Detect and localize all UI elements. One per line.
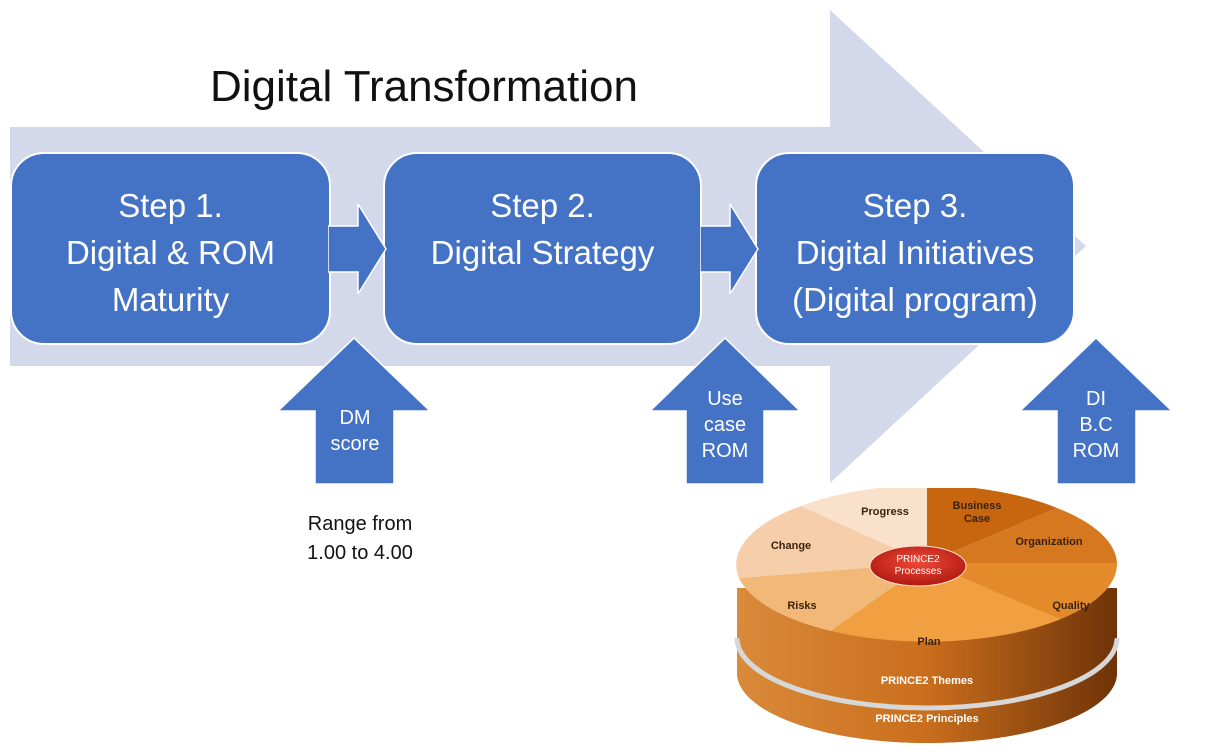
step-3-line-1: Digital Initiatives	[795, 234, 1035, 271]
segment-organization-label: Organization	[1015, 536, 1083, 548]
connector-arrow-1-2	[328, 204, 387, 294]
step-2-line-1: Digital Strategy	[430, 234, 655, 271]
segment-risks-label: Risks	[787, 600, 817, 612]
step-3-box: Step 3. Digital Initiatives (Digital pro…	[755, 152, 1075, 345]
segment-business-case-label: Business Case	[952, 500, 1002, 525]
step-2-box: Step 2. Digital Strategy	[383, 152, 702, 345]
dm-score-label: DM score	[330, 407, 380, 455]
prince2-principles-label: PRINCE2 Principles	[875, 713, 979, 725]
use-case-rom-arrow	[648, 336, 802, 485]
use-case-rom-label: Use case ROM	[701, 388, 749, 462]
prince2-themes-label: PRINCE2 Themes	[880, 675, 974, 687]
range-line-2: 1.00 to 4.00	[307, 542, 413, 564]
di-bc-rom-arrow	[1018, 336, 1174, 485]
prince2-processes-label: PRINCE2 Processes	[894, 554, 942, 577]
prince2-pie-graphic	[734, 488, 1120, 743]
connector-arrow-2-3	[700, 204, 759, 294]
step-2-heading: Step 2.	[490, 187, 595, 224]
step-1-line-2: Maturity	[111, 281, 230, 318]
segment-progress-label: Progress	[861, 506, 909, 518]
diagram-title: Digital Transformation	[210, 62, 638, 111]
segment-plan-label: Plan	[917, 636, 941, 648]
prince2-pie-chart: Business Case Organization Quality Plan …	[731, 488, 1124, 750]
dm-score-range-note: Range from 1.00 to 4.00	[260, 510, 460, 568]
step-3-heading: Step 3.	[862, 187, 968, 224]
step-1-box: Step 1. Digital & ROM Maturity	[10, 152, 331, 345]
segment-change-label: Change	[770, 540, 812, 552]
di-bc-rom-label: DI B.C ROM	[1072, 388, 1120, 462]
step-1-heading: Step 1.	[118, 187, 223, 224]
step-1-line-1: Digital & ROM	[65, 234, 276, 271]
dm-score-arrow	[276, 336, 432, 485]
segment-quality-label: Quality	[1052, 600, 1090, 612]
step-3-line-2: (Digital program)	[792, 281, 1038, 318]
range-line-1: Range from	[307, 513, 413, 535]
